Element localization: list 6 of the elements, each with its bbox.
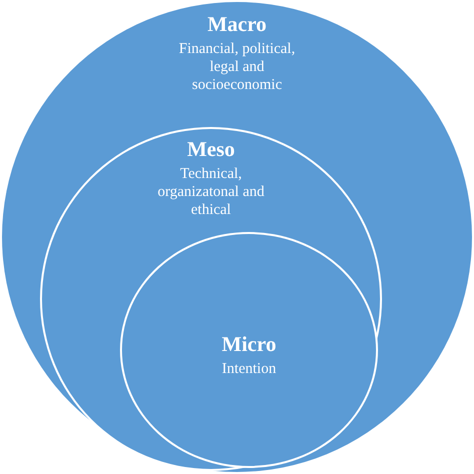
description: Intention — [222, 360, 276, 378]
heading: Meso — [187, 137, 235, 161]
description: Financial, political, legal and socioeconomic — [178, 40, 296, 94]
heading: Macro — [207, 12, 267, 36]
heading: Micro — [222, 332, 276, 356]
description: Technical, organizatonal and ethical — [156, 165, 266, 219]
